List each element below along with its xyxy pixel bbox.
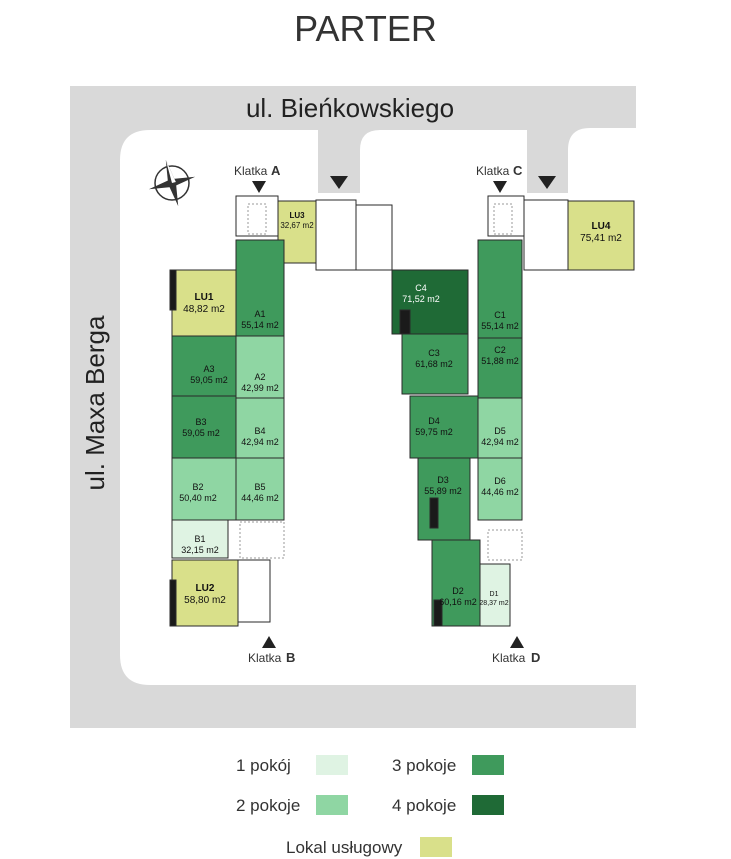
legend-swatch-1 bbox=[316, 755, 348, 775]
unit-name-a2: A2 bbox=[254, 372, 265, 382]
unit-area-c2: 51,88 m2 bbox=[481, 356, 519, 366]
page-title: PARTER bbox=[294, 8, 437, 49]
unit-name-b3: B3 bbox=[195, 417, 206, 427]
unit-name-c2: C2 bbox=[494, 345, 506, 355]
street-left-label: ul. Maxa Berga bbox=[80, 315, 110, 490]
legend-label-3: 3 pokoje bbox=[392, 756, 457, 775]
legend-swatch-4 bbox=[472, 795, 504, 815]
legend-label-1: 1 pokój bbox=[236, 756, 291, 775]
unit-name-b2: B2 bbox=[192, 482, 203, 492]
unit-area-b1: 32,15 m2 bbox=[181, 545, 219, 555]
unit-name-c1: C1 bbox=[494, 310, 506, 320]
unit-area-d4: 59,75 m2 bbox=[415, 427, 453, 437]
unit-area-b2: 50,40 m2 bbox=[179, 493, 217, 503]
triangle-down-icon bbox=[330, 176, 348, 189]
unit-name-d6: D6 bbox=[494, 476, 506, 486]
entrance-C: Klatka C bbox=[476, 163, 523, 193]
unit-area-a3: 59,05 m2 bbox=[190, 375, 228, 385]
unit-area-lu3: 32,67 m2 bbox=[280, 221, 314, 230]
entrance-B-letter: B bbox=[286, 650, 295, 665]
unit-name-c4: C4 bbox=[415, 283, 427, 293]
unit-name-d4: D4 bbox=[428, 416, 440, 426]
triangle-down-icon bbox=[538, 176, 556, 189]
entrance-B-label: Klatka bbox=[248, 651, 282, 665]
legend-swatch-2 bbox=[316, 795, 348, 815]
entrance-D-label: Klatka bbox=[492, 651, 526, 665]
unit-name-lu1: LU1 bbox=[195, 292, 214, 303]
building-left bbox=[169, 195, 393, 627]
triangle-up-icon bbox=[510, 636, 524, 648]
unit-name-lu2: LU2 bbox=[196, 583, 215, 594]
unit-name-b4: B4 bbox=[254, 426, 265, 436]
entrance-D-letter: D bbox=[531, 650, 540, 665]
legend-label-lokal: Lokal usługowy bbox=[286, 838, 403, 857]
unit-area-lu4: 75,41 m2 bbox=[580, 233, 622, 244]
unit-name-lu3: LU3 bbox=[289, 211, 305, 220]
entrance-C-label: Klatka bbox=[476, 164, 510, 178]
unit-area-b5: 44,46 m2 bbox=[241, 493, 279, 503]
unit-name-lu4: LU4 bbox=[592, 221, 611, 232]
entrance-C-letter: C bbox=[513, 163, 523, 178]
legend-swatch-3 bbox=[472, 755, 504, 775]
unit-area-c1: 55,14 m2 bbox=[481, 321, 519, 331]
entrance-D: Klatka D bbox=[492, 636, 540, 665]
unit-area-a2: 42,99 m2 bbox=[241, 383, 279, 393]
unit-area-c3: 61,68 m2 bbox=[415, 359, 453, 369]
street-top-label: ul. Bieńkowskiego bbox=[246, 93, 454, 123]
unit-name-d3: D3 bbox=[437, 475, 449, 485]
unit-name-a1: A1 bbox=[254, 309, 265, 319]
legend-label-2: 2 pokoje bbox=[236, 796, 301, 815]
unit-area-c4: 71,52 m2 bbox=[402, 294, 440, 304]
unit-name-d5: D5 bbox=[494, 426, 506, 436]
legend-swatch-lokal bbox=[420, 837, 452, 857]
legend-label-4: 4 pokoje bbox=[392, 796, 457, 815]
unit-name-c3: C3 bbox=[428, 348, 440, 358]
unit-name-b1: B1 bbox=[194, 534, 205, 544]
unit-area-d3: 55,89 m2 bbox=[424, 486, 462, 496]
unit-name-b5: B5 bbox=[254, 482, 265, 492]
building-right bbox=[391, 195, 635, 627]
unit-area-b4: 42,94 m2 bbox=[241, 437, 279, 447]
unit-name-d1: D1 bbox=[490, 591, 499, 598]
entrance-A-letter: A bbox=[271, 163, 281, 178]
unit-area-lu1: 48,82 m2 bbox=[183, 304, 225, 315]
unit-area-d2: 60,16 m2 bbox=[439, 597, 477, 607]
unit-area-b3: 59,05 m2 bbox=[182, 428, 220, 438]
triangle-down-icon bbox=[493, 181, 507, 193]
compass-rose-icon bbox=[148, 159, 196, 207]
unit-area-a1: 55,14 m2 bbox=[241, 320, 279, 330]
unit-area-d6: 44,46 m2 bbox=[481, 487, 519, 497]
unit-area-d5: 42,94 m2 bbox=[481, 437, 519, 447]
entrance-A: Klatka A bbox=[234, 163, 281, 193]
unit-name-d2: D2 bbox=[452, 586, 464, 596]
unit-area-lu2: 58,80 m2 bbox=[184, 595, 226, 606]
unit-name-a3: A3 bbox=[203, 364, 214, 374]
entrance-B: Klatka B bbox=[248, 636, 295, 665]
unit-area-d1: 28,37 m2 bbox=[479, 600, 508, 607]
triangle-down-icon bbox=[252, 181, 266, 193]
triangle-up-icon bbox=[262, 636, 276, 648]
entrance-A-label: Klatka bbox=[234, 164, 268, 178]
